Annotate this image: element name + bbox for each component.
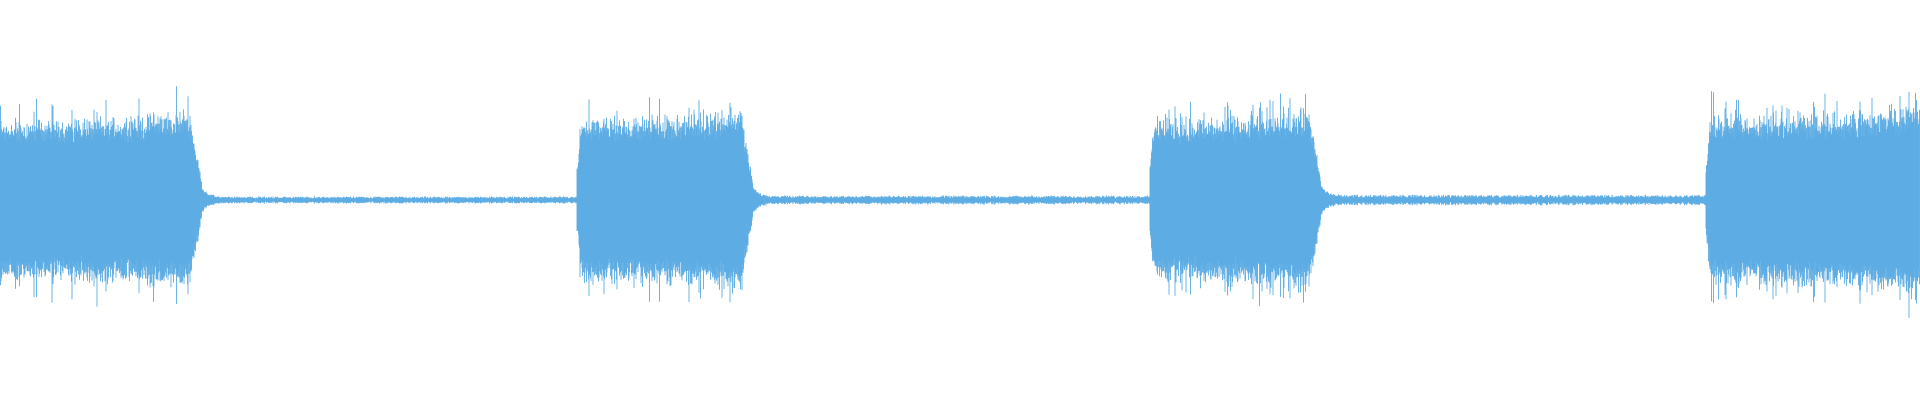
waveform-burst-segment-0 (0, 86, 202, 307)
waveform-quiet-segment-5 (1319, 185, 1707, 215)
waveform-quiet-segment-1 (200, 186, 578, 213)
waveform-quiet-segment-3 (751, 185, 1151, 216)
waveform-burst-segment-6 (1705, 91, 1920, 318)
waveform-burst-segment-4 (1149, 93, 1321, 306)
waveform-burst-segment-2 (576, 97, 753, 303)
